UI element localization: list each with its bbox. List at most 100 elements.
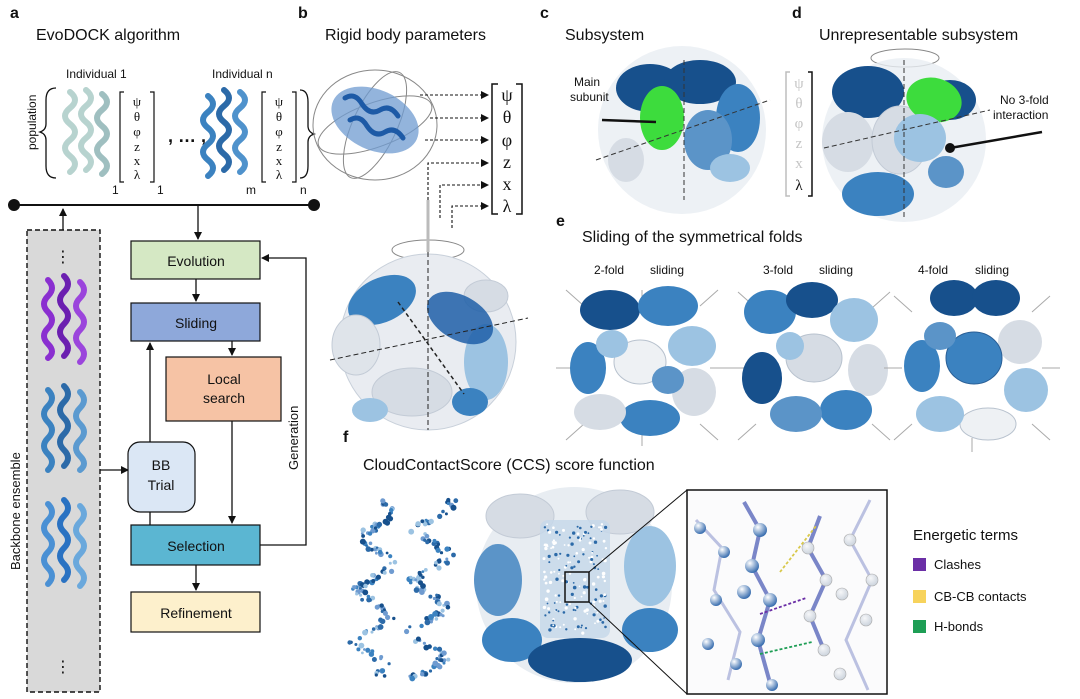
assembly-cloud-point: [546, 602, 549, 605]
cloud-point: [436, 558, 442, 564]
cloud-point: [357, 636, 362, 641]
cloud-point: [424, 533, 430, 539]
cloud-point: [371, 657, 377, 662]
cloud-point: [436, 646, 443, 652]
population-brace: [37, 87, 57, 179]
cloud-point: [385, 551, 389, 555]
legend-swatch-cbcb: [913, 590, 926, 603]
ccs-assembly: [474, 487, 678, 683]
assembly-cloud-point: [562, 611, 566, 614]
cloud-point: [432, 538, 437, 543]
point-cloud: [347, 497, 459, 682]
svg-text:z: z: [503, 152, 511, 172]
cloud-point: [441, 614, 445, 618]
cloud-point: [437, 513, 443, 520]
assembly-cloud-point: [558, 568, 561, 572]
no-interaction-label-2: interaction: [993, 108, 1048, 122]
cloud-point: [432, 611, 438, 617]
cloud-point: [392, 559, 398, 565]
cloud-point: [368, 651, 375, 657]
assembly-cloud-point: [569, 561, 572, 564]
cloud-point: [383, 502, 389, 507]
unrep-sphere: [822, 58, 991, 222]
cloud-point: [423, 644, 430, 651]
cloud-point: [358, 642, 365, 649]
local-search-label-1: Local: [207, 371, 240, 387]
legend-swatch-hbonds: [913, 620, 926, 633]
assembly-cloud-point: [547, 554, 551, 559]
cloud-point: [421, 570, 425, 573]
assembly-cloud-point: [559, 601, 562, 604]
local-search-label-2: search: [203, 390, 245, 406]
cloud-point: [428, 614, 434, 620]
svg-text:λ: λ: [276, 167, 283, 182]
svg-text:x: x: [276, 153, 283, 168]
assembly-cloud-point: [592, 563, 595, 566]
assembly-cloud-point: [559, 626, 562, 629]
cloud-point: [360, 597, 364, 602]
assembly-cloud-point: [558, 572, 560, 575]
cloud-point: [436, 601, 442, 607]
assembly-cloud-point: [547, 607, 551, 611]
assembly-cloud-point: [555, 600, 558, 603]
svg-text:ψ: ψ: [275, 94, 283, 109]
individual-n-bracket-right: [292, 91, 297, 183]
cloud-point: [362, 589, 369, 596]
assembly-cloud-point: [587, 532, 590, 535]
selection-label: Selection: [167, 538, 225, 554]
individual-n-subscript-outer: n: [300, 183, 307, 197]
assembly-cloud-point: [602, 600, 605, 602]
svg-text:λ: λ: [795, 178, 803, 194]
cloud-point: [433, 646, 438, 651]
assembly-cloud-point: [592, 537, 596, 540]
svg-text:x: x: [503, 174, 512, 194]
assembly-cloud-point: [568, 536, 572, 539]
assembly-cloud-point: [544, 546, 548, 551]
backbone-purple-structure: [41, 273, 87, 365]
cloud-point: [423, 538, 427, 542]
assembly-cloud-point: [551, 545, 555, 549]
assembly-cloud-point: [603, 604, 607, 608]
individual-1-bracket-right: [150, 91, 155, 183]
fold-3-word: sliding: [819, 263, 853, 277]
evolution-box: [130, 240, 261, 280]
svg-text:λ: λ: [503, 196, 512, 216]
panel-c-title: Subsystem: [565, 27, 644, 44]
cloud-point: [435, 593, 439, 597]
cloud-point: [413, 587, 420, 593]
cloud-point: [428, 518, 434, 525]
cloud-point: [444, 546, 450, 552]
cloud-point: [415, 636, 421, 642]
assembly-cloud-point: [576, 532, 580, 536]
cloud-point: [375, 626, 379, 630]
cloud-point: [432, 660, 439, 667]
cloud-point: [428, 594, 433, 599]
population-ellipsis: , … ,: [168, 126, 206, 146]
population-brace-right: [299, 89, 317, 179]
legend-label-clashes: Clashes: [934, 557, 981, 572]
backbone-dots-bottom: ⋮: [55, 659, 71, 676]
backbone-dots-top: ⋮: [55, 249, 71, 266]
assembly-cloud-point: [588, 541, 592, 545]
cloud-point: [419, 623, 424, 629]
assembly-cloud-point: [575, 552, 579, 555]
assembly-cloud-point: [588, 556, 591, 559]
panel-e-title: Sliding of the symmetrical folds: [582, 229, 803, 246]
assembly-cloud-point: [544, 575, 548, 579]
assembly-cloud-point: [602, 539, 606, 543]
assembly-cloud-point: [573, 565, 576, 568]
assembly-cloud-point: [580, 626, 583, 629]
panel-a-letter: a: [10, 5, 19, 22]
assembly-cloud-point: [568, 602, 571, 606]
svg-text:ψ: ψ: [133, 94, 141, 109]
assembly-cloud-point: [590, 558, 594, 561]
assembly-cloud-point: [573, 617, 577, 621]
cloud-point: [382, 610, 388, 616]
assembly-cloud-point: [582, 534, 585, 537]
assembly-cloud-point: [598, 526, 601, 529]
cloud-point: [361, 651, 364, 655]
assembly-cloud-point: [582, 553, 585, 556]
assembly-cloud-point: [583, 609, 587, 613]
cloud-point: [370, 630, 374, 634]
assembly-cloud-point: [574, 606, 577, 610]
